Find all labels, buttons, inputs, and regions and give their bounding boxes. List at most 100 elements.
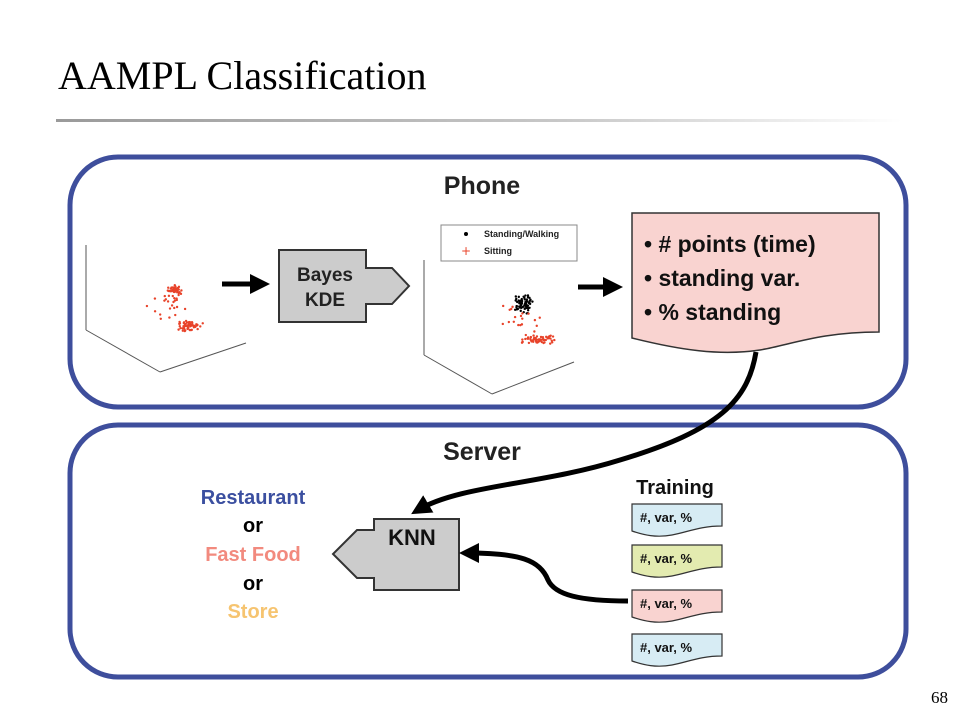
kde-label: KDE	[305, 290, 345, 311]
scatter-point	[196, 327, 199, 331]
scatter-point	[515, 306, 518, 309]
scatter-point	[517, 323, 520, 327]
scatter-point	[529, 336, 532, 339]
scatter-point	[179, 292, 183, 296]
scatter-point	[549, 334, 552, 337]
scatter-point	[513, 315, 517, 319]
scatter-point	[524, 294, 527, 297]
scatter-point	[159, 317, 162, 320]
scatter-point	[518, 299, 521, 303]
scatter-point	[177, 293, 180, 297]
scatter-point	[546, 336, 549, 339]
training-doc-text: #, var, %	[640, 510, 692, 525]
scatter-point	[508, 308, 511, 311]
scatter-point	[543, 341, 546, 344]
scatter-point	[535, 335, 539, 338]
scatter-point	[170, 304, 174, 307]
scatter-point	[521, 338, 524, 341]
output-or-2: or	[243, 573, 263, 595]
training-doc: #, var, %	[631, 589, 723, 623]
scatter-plot-raw	[85, 245, 247, 373]
scatter-point	[535, 341, 538, 344]
knn-box	[331, 518, 460, 591]
page-number: 68	[931, 688, 948, 707]
scatter-point	[177, 291, 181, 295]
bayes-kde-box	[278, 249, 411, 323]
scatter-point	[528, 296, 531, 300]
scatter-point	[522, 305, 525, 308]
training-doc-text: #, var, %	[640, 640, 692, 655]
scatter-point	[174, 285, 177, 288]
knn-label: KNN	[388, 525, 436, 550]
scatter-point	[186, 326, 190, 330]
output-store: Store	[227, 601, 278, 623]
scatter-point	[535, 338, 539, 342]
scatter-point	[512, 320, 516, 323]
scatter-point	[537, 338, 540, 341]
scatter-point	[525, 298, 529, 301]
scatter-point	[526, 336, 530, 339]
scatter-point	[524, 333, 528, 337]
scatter-point	[544, 338, 548, 342]
phone-label: Phone	[444, 172, 520, 200]
scatter-point	[514, 295, 518, 298]
scatter-point	[551, 341, 554, 344]
scatter-point	[524, 305, 528, 308]
scatter-point	[540, 340, 543, 344]
scatter-point	[524, 301, 528, 304]
legend-standing: Standing/Walking	[484, 229, 559, 239]
scatter-point	[178, 324, 181, 328]
scatter-point	[551, 335, 555, 338]
slide-title: AAMPL Classification	[58, 53, 427, 98]
training-doc-text: #, var, %	[640, 596, 692, 611]
scatter-point	[168, 316, 171, 319]
features-document	[631, 212, 880, 354]
plot-legend: Standing/Walking + Sitting	[440, 224, 578, 262]
scatter-point	[537, 340, 540, 343]
legend-sitting: Sitting	[484, 246, 512, 256]
scatter-point	[553, 338, 556, 342]
feature-standing-var: • standing var.	[644, 265, 800, 291]
scatter-point	[183, 307, 187, 311]
bayes-label: Bayes	[297, 265, 353, 286]
scatter-point	[164, 298, 168, 301]
features-to-knn-arrow	[411, 351, 759, 515]
scatter-point	[521, 317, 524, 320]
scatter-point	[511, 305, 514, 309]
scatter-point	[528, 306, 531, 309]
scatter-point	[518, 305, 521, 308]
scatter-point	[194, 325, 197, 329]
scatter-point	[173, 290, 177, 293]
scatter-point	[529, 298, 532, 301]
scatter-point	[519, 314, 523, 318]
scatter-point	[519, 309, 522, 313]
training-label: Training	[636, 477, 714, 499]
scatter-point	[163, 294, 166, 298]
scatter-point	[521, 340, 524, 344]
scatter-point	[542, 339, 545, 342]
scatter-point	[145, 304, 149, 308]
output-restaurant: Restaurant	[201, 487, 306, 509]
scatter-point	[183, 323, 186, 326]
scatter-point	[529, 339, 533, 342]
scatter-point	[178, 322, 182, 325]
scatter-point	[158, 313, 162, 316]
scatter-point	[153, 310, 157, 313]
scatter-point	[501, 322, 505, 326]
training-to-knn-arrow	[459, 543, 629, 604]
scatter-point	[184, 319, 188, 323]
legend-plus-icon: +	[461, 244, 471, 258]
feature-percent-standing: • % standing	[644, 299, 781, 325]
scatter-point	[531, 300, 534, 303]
scatter-point	[180, 289, 183, 292]
scatter-point	[174, 313, 177, 317]
scatter-point	[514, 299, 517, 302]
feature-points: • # points (time)	[644, 231, 816, 257]
scatter-point	[166, 300, 170, 303]
scatter-plot-classified	[423, 260, 575, 395]
scatter-point	[167, 294, 171, 298]
scatter-point	[539, 335, 543, 339]
scatter-point	[507, 320, 511, 324]
scatter-point	[519, 323, 522, 327]
